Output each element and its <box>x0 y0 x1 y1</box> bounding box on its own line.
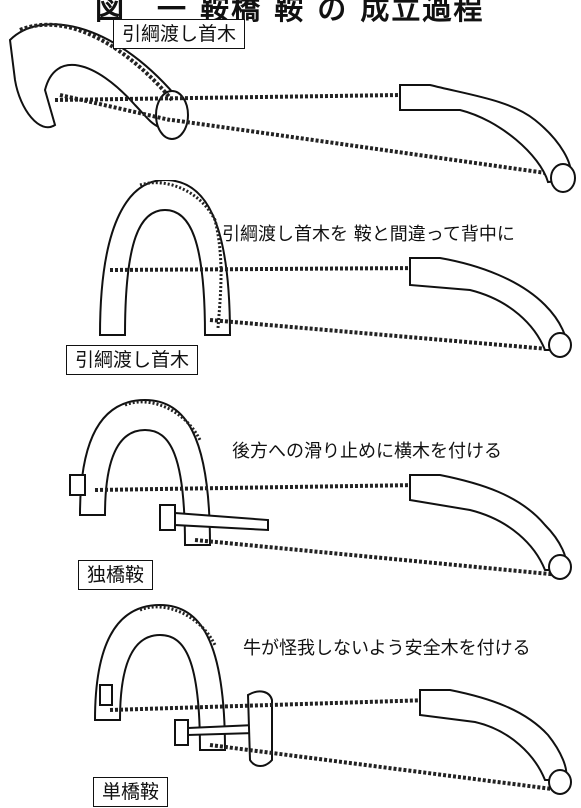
figure-caption-4: 牛が怪我しないよう安全木を付ける <box>243 638 531 659</box>
figure-label-1: 引綱渡し首木 <box>113 19 246 49</box>
figure-yoke-stage-1: 引綱渡し首木 <box>0 0 581 215</box>
figure-caption-2: 引綱渡し首木を 鞍と間違って背中に <box>222 224 515 245</box>
figure-label-2: 引綱渡し首木 <box>66 345 199 375</box>
figure-saddle-stage-3: 後方への滑り止めに横木を付ける 独橋鞍 <box>0 395 581 605</box>
mistaken-saddle-drawing <box>98 180 572 358</box>
figure-caption-3: 後方への滑り止めに横木を付ける <box>232 441 502 462</box>
figure-label-4: 単橋鞍 <box>93 777 169 807</box>
figure-label-3: 独橋鞍 <box>78 560 154 590</box>
yoke-drawing <box>8 22 576 193</box>
figure-saddle-stage-4: 牛が怪我しないよう安全木を付ける 単橋鞍 <box>0 600 581 808</box>
figure-saddle-stage-2: 引綱渡し首木を 鞍と間違って背中に 引綱渡し首木 <box>0 180 581 380</box>
crossbar-saddle-drawing <box>69 398 572 580</box>
safety-bar-saddle-drawing <box>93 603 572 795</box>
